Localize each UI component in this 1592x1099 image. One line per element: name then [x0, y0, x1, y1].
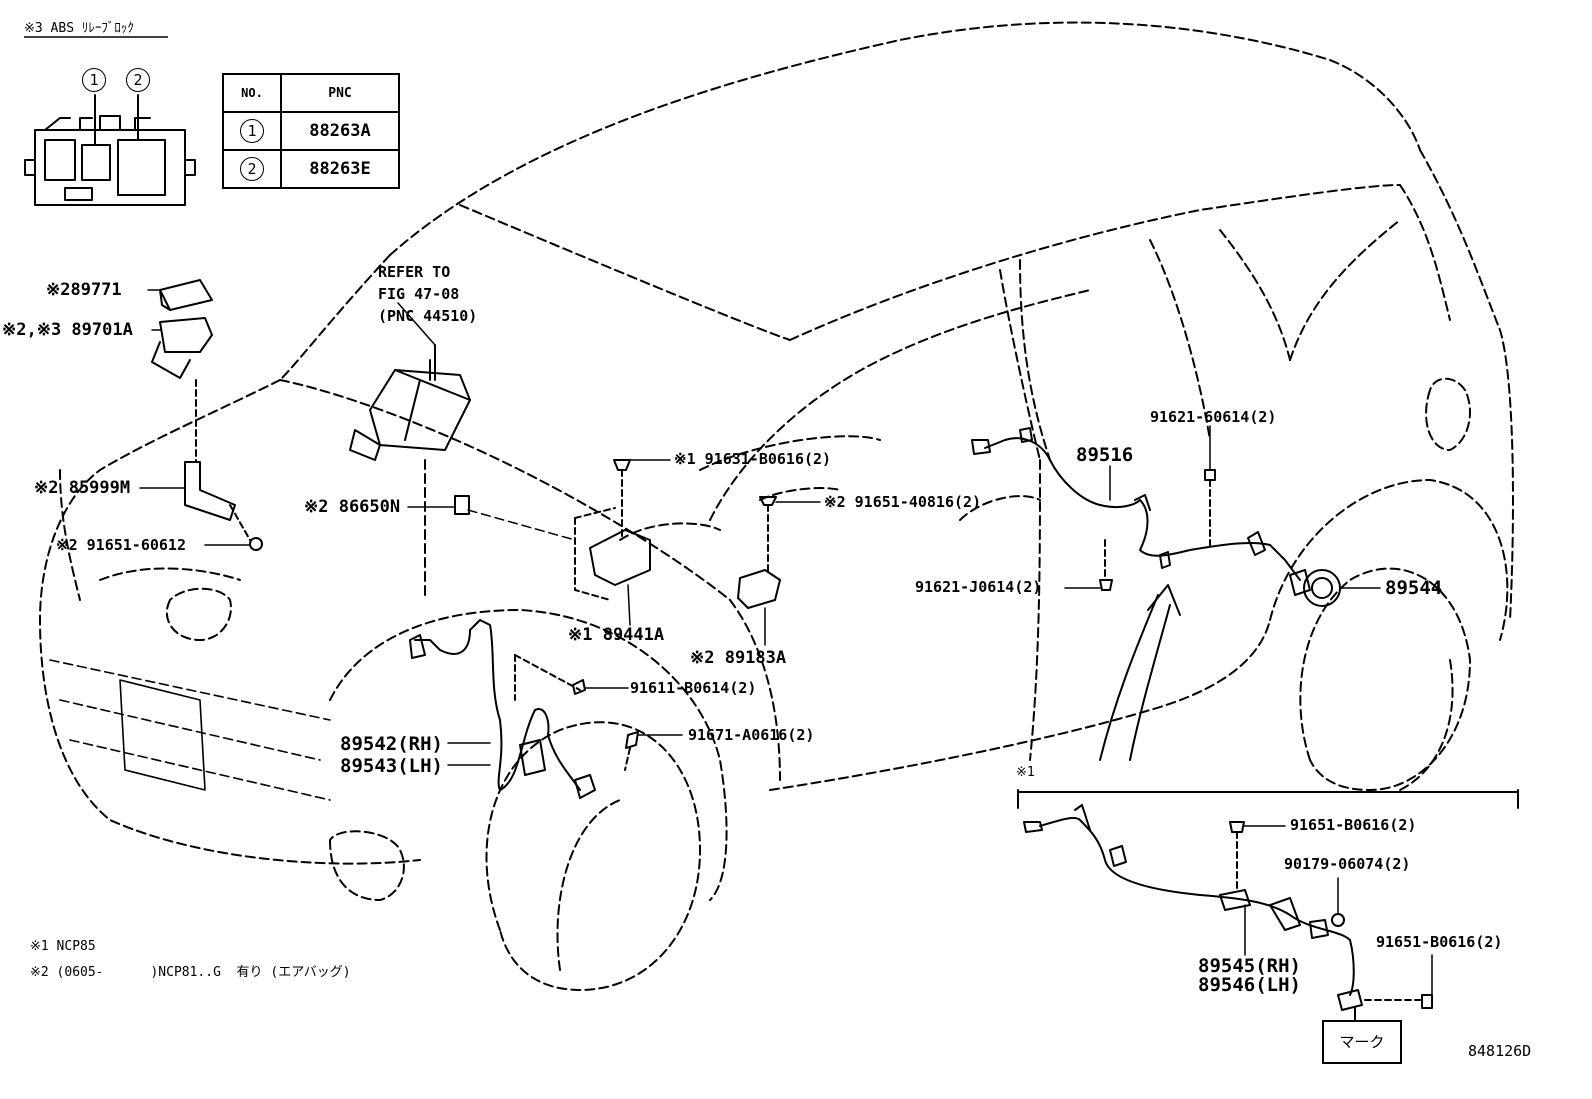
note-1: ※1 NCP85: [30, 939, 96, 954]
refer-line-2: FIG 47-08: [378, 285, 460, 303]
front-bumper: [39, 379, 421, 865]
label-91651-b0616-b: 91651-B0616(2): [1376, 933, 1503, 951]
relay-marker-2: 2: [126, 68, 150, 92]
label-89516: 89516: [1076, 444, 1134, 466]
label-89183a: ※2 89183A: [690, 648, 787, 668]
rear-wheel-arch: [1269, 479, 1509, 641]
rear-harness-89516: [971, 427, 1301, 591]
label-89441a: ※1 89441A: [568, 625, 665, 645]
relay-block-drawing: [24, 94, 196, 206]
bracket-85999m: [184, 461, 236, 521]
tail-lamp: [1425, 377, 1471, 451]
label-89542-rh: 89542(RH): [340, 733, 443, 755]
label-91651-b0616-a: 91651-B0616(2): [1290, 816, 1417, 834]
label-86650n: ※2 86650N: [304, 497, 401, 517]
label-91611-b0614: 91611-B0614(2): [630, 679, 757, 697]
leader-lines: [139, 289, 1433, 996]
row-pnc-cell: 88263A: [280, 111, 400, 151]
label-85999m: ※2 85999M: [34, 478, 131, 498]
front-wheel: [485, 721, 701, 991]
label-91671-a0616: 91671-A0616(2): [688, 726, 815, 744]
mark-box: マーク: [1322, 1020, 1402, 1064]
label-91621-j0614: 91621-J0614(2): [915, 578, 1042, 596]
label-89545-rh: 89545(RH): [1198, 955, 1301, 977]
rear-speed-sensor-wire: [1023, 804, 1433, 1021]
clip-86650n: [454, 495, 470, 515]
table-row: 1 88263A: [222, 111, 400, 151]
header-no: NO.: [222, 73, 282, 113]
window-line: [709, 289, 1091, 521]
refer-line-1: REFER TO: [378, 263, 451, 281]
relay-box-89701a: [151, 317, 213, 379]
roof-line: [389, 21, 1421, 256]
inset-arrow: [1099, 584, 1181, 761]
label-89701a: ※2,※3 89701A: [2, 320, 133, 340]
relay-block-title: ※3 ABS ﾘﾚｰﾌﾞﾛｯｸ: [24, 21, 134, 36]
rear-pillar: [1419, 149, 1514, 621]
row-pnc-cell: 88263E: [280, 149, 400, 189]
headlight: [165, 587, 232, 641]
front-speed-sensor-wire: [409, 619, 639, 799]
row-no-circle: 2: [240, 157, 264, 181]
license-plate: [119, 679, 206, 791]
label-90179-06074: 90179-06074(2): [1284, 855, 1411, 873]
inset-variant-mark: ※1: [1016, 765, 1035, 780]
table-row: 2 88263E: [222, 149, 400, 189]
note-2: ※2 (0605- )NCP81..G 有り (エアバッグ): [30, 965, 351, 980]
abs-actuator-drawing: [349, 344, 471, 461]
refer-line-3: (PNC 44510): [378, 307, 478, 325]
hood-edge: [279, 379, 731, 601]
label-91651-60612: ※2 91651-60612: [56, 536, 186, 554]
pnc-table-header: NO. PNC: [222, 73, 400, 113]
label-91651-40816: ※2 91651-40816(2): [824, 493, 982, 511]
row-no-cell: 1: [222, 111, 282, 151]
pnc-table: NO. PNC 1 88263A 2 88263E: [222, 73, 400, 189]
cover-89771: [159, 279, 213, 311]
label-89544: 89544: [1385, 577, 1443, 599]
sensor-89183a: [737, 569, 781, 609]
fog-lamp: [329, 830, 405, 901]
rocker-panel: [769, 619, 1271, 791]
sensor-89441a: [589, 529, 651, 586]
label-89546-lh: 89546(LH): [1198, 974, 1301, 996]
row-no-circle: 1: [240, 119, 264, 143]
label-91621-60614: 91621-60614(2): [1150, 408, 1277, 426]
rear-wheel: [1299, 567, 1471, 791]
diagram-id: 848126D: [1468, 1042, 1532, 1060]
row-no-cell: 2: [222, 149, 282, 189]
label-89771: ※289771: [46, 280, 122, 300]
header-pnc: PNC: [280, 73, 400, 113]
label-91631-b0616: ※1 91631-B0616(2): [674, 450, 832, 468]
relay-marker-1: 1: [82, 68, 106, 92]
front-wheel-arch: [329, 609, 728, 901]
inset-bracket: [1017, 789, 1519, 809]
label-89543-lh: 89543(LH): [340, 755, 443, 777]
